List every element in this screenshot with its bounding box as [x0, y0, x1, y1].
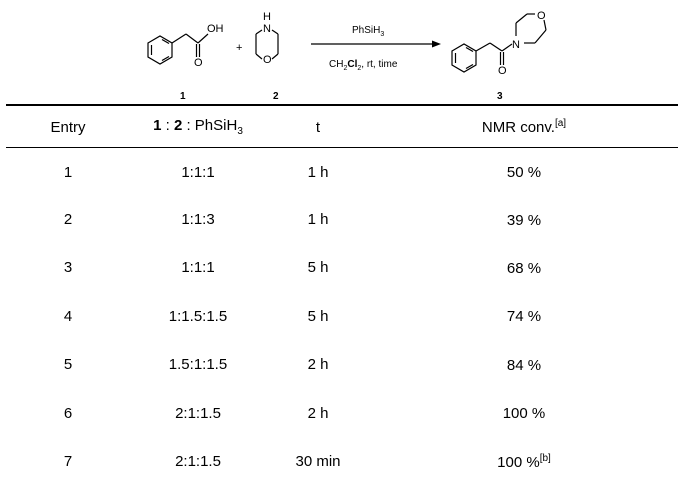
- plus-sign: +: [236, 42, 242, 54]
- cell-conversion: 74 %: [506, 308, 542, 326]
- header-time: t: [315, 118, 321, 136]
- table-row: 4 1:1.5:1.5 5 h 74 %: [6, 292, 678, 340]
- cell-conversion: 50 %: [506, 164, 542, 182]
- cell-ratio: 1:1:1: [181, 163, 215, 181]
- table-header-rule: [6, 147, 678, 148]
- arrow-conditions-label: CH2Cl2, rt, time: [329, 59, 398, 72]
- table-row: 3 1:1:1 5 h 68 %: [6, 244, 678, 292]
- cell-ratio: 2:1:1.5: [175, 404, 221, 422]
- table-row: 6 2:1:1.5 2 h 100 %: [6, 389, 678, 437]
- morpholine-n-label: N: [263, 23, 271, 35]
- compound-label-3: 3: [497, 91, 503, 102]
- cell-entry: 3: [63, 259, 73, 277]
- morpholine-structure: [255, 29, 279, 60]
- table-row: 1 1:1:1 1 h 50 %: [6, 147, 678, 195]
- morpholine-h-label: H: [263, 11, 271, 23]
- cell-entry: 2: [63, 211, 73, 229]
- compound-label-1: 1: [180, 91, 186, 102]
- cell-ratio: 1:1:3: [181, 211, 215, 229]
- cell-entry: 7: [63, 453, 73, 471]
- cell-time: 2 h: [307, 356, 329, 374]
- cell-time: 1 h: [307, 163, 329, 181]
- acid-oh-label: OH: [207, 23, 224, 35]
- table-row: 5 1.5:1:1.5 2 h 84 %: [6, 341, 678, 389]
- cell-entry: 4: [63, 307, 73, 325]
- cell-conversion: 100 %[b]: [497, 452, 551, 471]
- cell-entry: 1: [63, 163, 73, 181]
- header-ratio: 1 : 2 : PhSiH3: [153, 117, 243, 137]
- table-row: 2 1:1:3 1 h 39 %: [6, 195, 678, 243]
- reaction-arrow: [311, 40, 441, 48]
- cell-time: 5 h: [307, 259, 329, 277]
- cell-time: 5 h: [307, 307, 329, 325]
- cell-conversion: 39 %: [506, 211, 542, 229]
- compound-label-2: 2: [273, 91, 279, 102]
- reaction-scheme-drawing: OH O + H N O PhSiH3 CH2Cl2, rt, time: [147, 10, 547, 102]
- cell-entry: 6: [63, 404, 73, 422]
- phenylacetic-acid-structure: [147, 33, 209, 65]
- header-entry: Entry: [50, 118, 86, 136]
- cell-ratio: 1:1.5:1.5: [168, 307, 228, 325]
- product-n-label: N: [512, 39, 520, 51]
- product-ring-o-label: O: [537, 10, 546, 22]
- amide-product-structure: [451, 13, 547, 73]
- header-conversion: NMR conv.[a]: [481, 118, 567, 136]
- cell-ratio: 1.5:1:1.5: [168, 356, 228, 374]
- cell-conversion: 68 %: [506, 259, 542, 277]
- results-table: Entry 1 : 2 : PhSiH3 t NMR conv.[a] 1 1:…: [6, 107, 678, 486]
- table-row: 7 2:1:1.5 30 min 100 %[b]: [6, 437, 678, 485]
- cell-ratio: 2:1:1.5: [175, 453, 221, 471]
- cell-time: 1 h: [307, 211, 329, 229]
- reaction-scheme: OH O + H N O PhSiH3 CH2Cl2, rt, time: [0, 0, 684, 108]
- cell-time: 2 h: [307, 404, 329, 422]
- cell-conversion: 84 %: [506, 356, 542, 374]
- arrow-reagent-label: PhSiH3: [352, 25, 384, 38]
- table-header-row: Entry 1 : 2 : PhSiH3 t NMR conv.[a]: [6, 107, 678, 147]
- acid-carbonyl-o-label: O: [194, 57, 203, 69]
- product-carbonyl-o-label: O: [498, 65, 507, 77]
- cell-conversion: 100 %: [502, 405, 546, 423]
- cell-entry: 5: [63, 356, 73, 374]
- morpholine-o-label: O: [263, 54, 272, 66]
- table-top-rule: [6, 104, 678, 106]
- cell-ratio: 1:1:1: [181, 259, 215, 277]
- cell-time: 30 min: [295, 453, 341, 471]
